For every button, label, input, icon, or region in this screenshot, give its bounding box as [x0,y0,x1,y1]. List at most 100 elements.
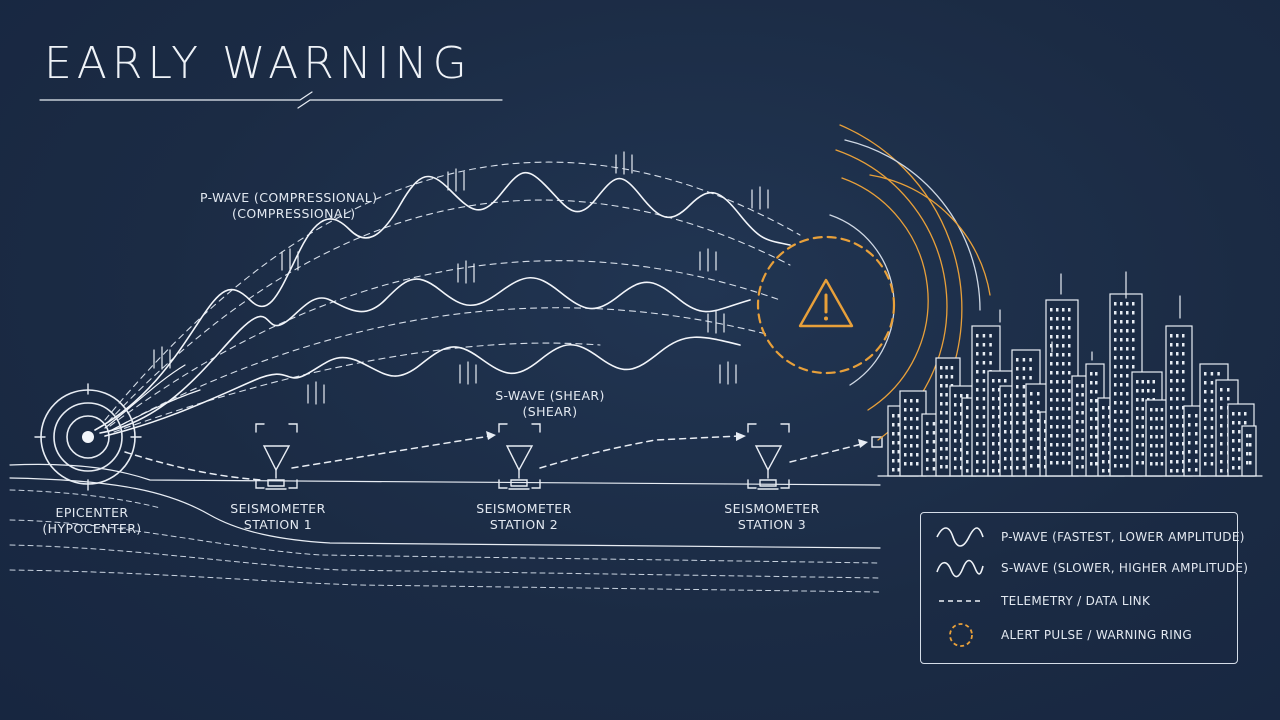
building-window [904,444,907,448]
building-window [1136,389,1139,393]
building-window [966,406,969,410]
building-window [1056,344,1059,348]
station-2-label: SEISMOMETER STATION 2 [464,501,584,533]
building-window [976,442,979,446]
building-window [1220,460,1223,464]
building-window [1220,415,1223,419]
building-window [1056,317,1059,321]
building-window [1182,388,1185,392]
building-window [1182,397,1185,401]
building-window [1220,388,1223,392]
building-window [1050,335,1053,339]
building-window [1204,381,1207,385]
building-window [897,459,900,463]
building-window [1016,358,1019,362]
building-window [1062,317,1065,321]
building-window [1132,356,1135,360]
building-window [1068,335,1071,339]
building-window [1095,399,1098,403]
building-window [1155,444,1158,448]
building-window [1126,320,1129,324]
building-window [1037,419,1040,423]
station-1-label: SEISMOMETER STATION 1 [218,501,338,533]
building-window [1050,443,1053,447]
building-window [1090,381,1093,385]
building-window [1081,402,1084,406]
building-window [1120,437,1123,441]
building-window [945,420,948,424]
fault-line [9,477,881,549]
building-window [1155,453,1158,457]
building-window [892,414,895,418]
legend-item-telemetry: TELEMETRY / DATA LINK [935,589,1150,613]
p-wave-label-line1: P-WAVE (COMPRESSIONAL) [200,190,378,205]
building-window [897,423,900,427]
building-window [1204,390,1207,394]
building-window [1160,426,1164,430]
building-window [976,397,979,401]
building-window [976,451,979,455]
s-wave-icon [936,559,984,578]
building-window [1232,439,1235,443]
building-window [1160,408,1164,412]
building-window [945,375,948,379]
building-window [1132,338,1135,342]
building-window [1090,444,1093,448]
building-window [1170,361,1173,365]
building-window [1141,380,1144,384]
building-window [982,388,986,392]
building-window [1182,442,1185,446]
building-window [1037,437,1040,441]
building-window [1016,394,1019,398]
building-window [1120,446,1123,450]
building-window [982,442,986,446]
building-window [1170,451,1173,455]
building-window [1210,408,1214,412]
building-window [916,426,919,430]
building-window [1238,439,1241,443]
building-window [1004,412,1007,416]
building-window [1068,407,1071,411]
building-window [1108,442,1111,446]
building-window [916,444,919,448]
warning-triangle-icon [798,278,854,328]
building-window [1141,452,1144,456]
building-window [892,468,895,472]
building-window [1126,437,1129,441]
building-window [910,417,913,421]
legend-item-alert-ring: ALERT PULSE / WARNING RING [935,623,1192,647]
building-window [1004,403,1007,407]
building-window [1120,392,1123,396]
building-window [1004,457,1007,461]
building-window [1170,379,1173,383]
building-window [1095,381,1098,385]
building-window [1160,462,1164,466]
building-window [1150,444,1153,448]
building-window [1141,443,1144,447]
building-window [1081,447,1084,451]
building-window [950,375,954,379]
building-window [1114,401,1117,405]
building-window [1050,398,1053,402]
building-window [1152,380,1155,384]
building-window [1044,447,1047,451]
building-window [1068,308,1071,312]
building-window [1150,408,1153,412]
building-window [1204,444,1207,448]
building-window [1056,389,1059,393]
building-window [1016,412,1019,416]
building-window [897,432,900,436]
building-window [998,460,1001,464]
building-window [1004,421,1007,425]
building-window [1210,381,1214,385]
building-window [1141,461,1144,465]
building-window [892,423,895,427]
building-window [1108,415,1111,419]
building-window [1095,462,1098,466]
building-window [1050,452,1053,456]
building-window [998,415,1001,419]
building-window [1029,367,1032,371]
ground-line [9,463,881,486]
building-window [1050,371,1053,375]
